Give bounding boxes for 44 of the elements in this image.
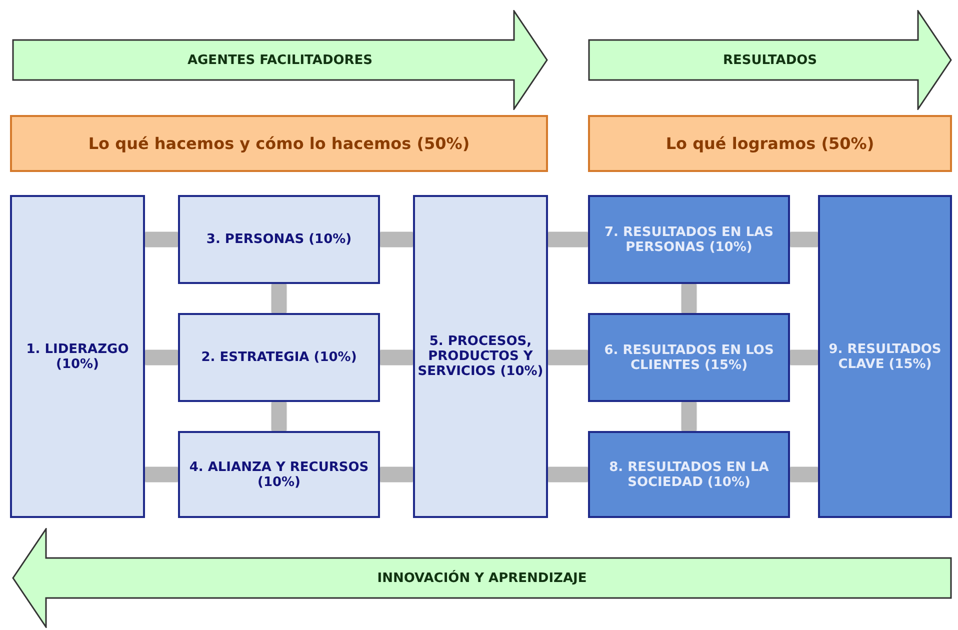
connector-bar bbox=[548, 350, 588, 364]
criterion-label: 9. RESULTADOS CLAVE (15%) bbox=[828, 342, 942, 372]
arrow-label: INNOVACIÓN Y APRENDIZAJE bbox=[377, 570, 587, 586]
criterion-box bbox=[588, 431, 790, 518]
connector-bar bbox=[790, 350, 818, 364]
connector-bar bbox=[790, 232, 818, 246]
criterion-label: 5. PROCESOS, PRODUCTOS Y SERVICIOS (10%) bbox=[417, 334, 544, 379]
connector-bar bbox=[548, 232, 588, 246]
criterion-label: 4. ALIANZA Y RECURSOS (10%) bbox=[188, 460, 370, 490]
connector-bar bbox=[145, 350, 178, 364]
connector-bar bbox=[145, 468, 178, 482]
criterion-box bbox=[178, 431, 380, 518]
heading-band bbox=[588, 115, 952, 172]
criterion-box bbox=[178, 313, 380, 402]
heading-band bbox=[10, 115, 548, 172]
connector-bar bbox=[380, 468, 413, 482]
criterion-box bbox=[818, 195, 952, 518]
band-label: Lo qué hacemos y cómo lo hacemos (50%) bbox=[88, 134, 470, 153]
connector-bar bbox=[682, 284, 696, 313]
arrow-label: RESULTADOS bbox=[722, 52, 818, 68]
connector-bar bbox=[272, 402, 286, 431]
criterion-label: 1. LIDERAZGO (10%) bbox=[25, 342, 130, 372]
criterion-label: 8. RESULTADOS EN LA SOCIEDAD (10%) bbox=[608, 460, 770, 490]
criterion-box bbox=[178, 195, 380, 284]
banner-arrow bbox=[12, 528, 952, 628]
criterion-label: 6. RESULTADOS EN LOS CLIENTES (15%) bbox=[603, 342, 775, 372]
criterion-label: 7. RESULTADOS EN LAS PERSONAS (10%) bbox=[603, 224, 775, 254]
criterion-box bbox=[10, 195, 145, 518]
criterion-label: 3. PERSONAS (10%) bbox=[206, 232, 352, 247]
connector-bar bbox=[682, 402, 696, 431]
arrow-label: AGENTES FACILITADORES bbox=[187, 52, 373, 68]
band-label: Lo qué logramos (50%) bbox=[666, 134, 874, 153]
criterion-box bbox=[588, 195, 790, 284]
criterion-box bbox=[588, 313, 790, 402]
criterion-box bbox=[413, 195, 548, 518]
connector-bar bbox=[380, 232, 413, 246]
banner-arrow bbox=[12, 10, 548, 110]
banner-arrow bbox=[588, 10, 952, 110]
connector-bar bbox=[548, 468, 588, 482]
connector-bar bbox=[380, 350, 413, 364]
connector-bar bbox=[790, 468, 818, 482]
connector-bar bbox=[145, 232, 178, 246]
criterion-label: 2. ESTRATEGIA (10%) bbox=[201, 350, 357, 365]
connector-bar bbox=[272, 284, 286, 313]
